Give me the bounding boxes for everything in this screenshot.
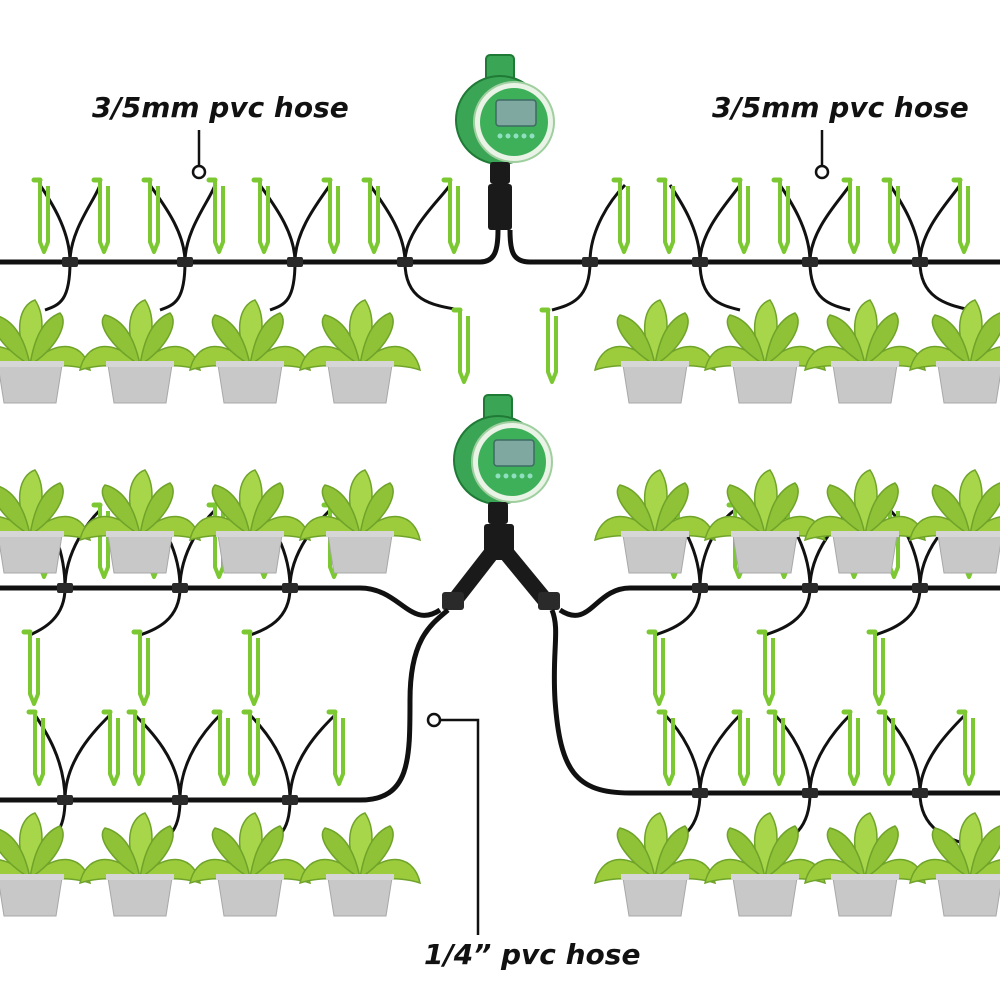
hose-label-bottom: 1/4” pvc hose (424, 938, 641, 971)
top-left-branches (38, 184, 461, 312)
center-water-timer-icon (442, 394, 560, 610)
y-splitter-icon (442, 547, 560, 610)
bottom-right-branches (654, 508, 971, 847)
hose-label-top-left: 3/5mm pvc hose (92, 91, 349, 124)
top-water-timer-icon (455, 54, 555, 230)
top-right-branches (551, 183, 971, 312)
top-plants (0, 299, 1000, 404)
callout-leaders (191, 130, 830, 935)
bottom-left-branches (29, 508, 337, 847)
bottom-main-hoses (0, 585, 1000, 803)
top-section (0, 54, 1000, 404)
hose-label-top-right: 3/5mm pvc hose (712, 91, 969, 124)
